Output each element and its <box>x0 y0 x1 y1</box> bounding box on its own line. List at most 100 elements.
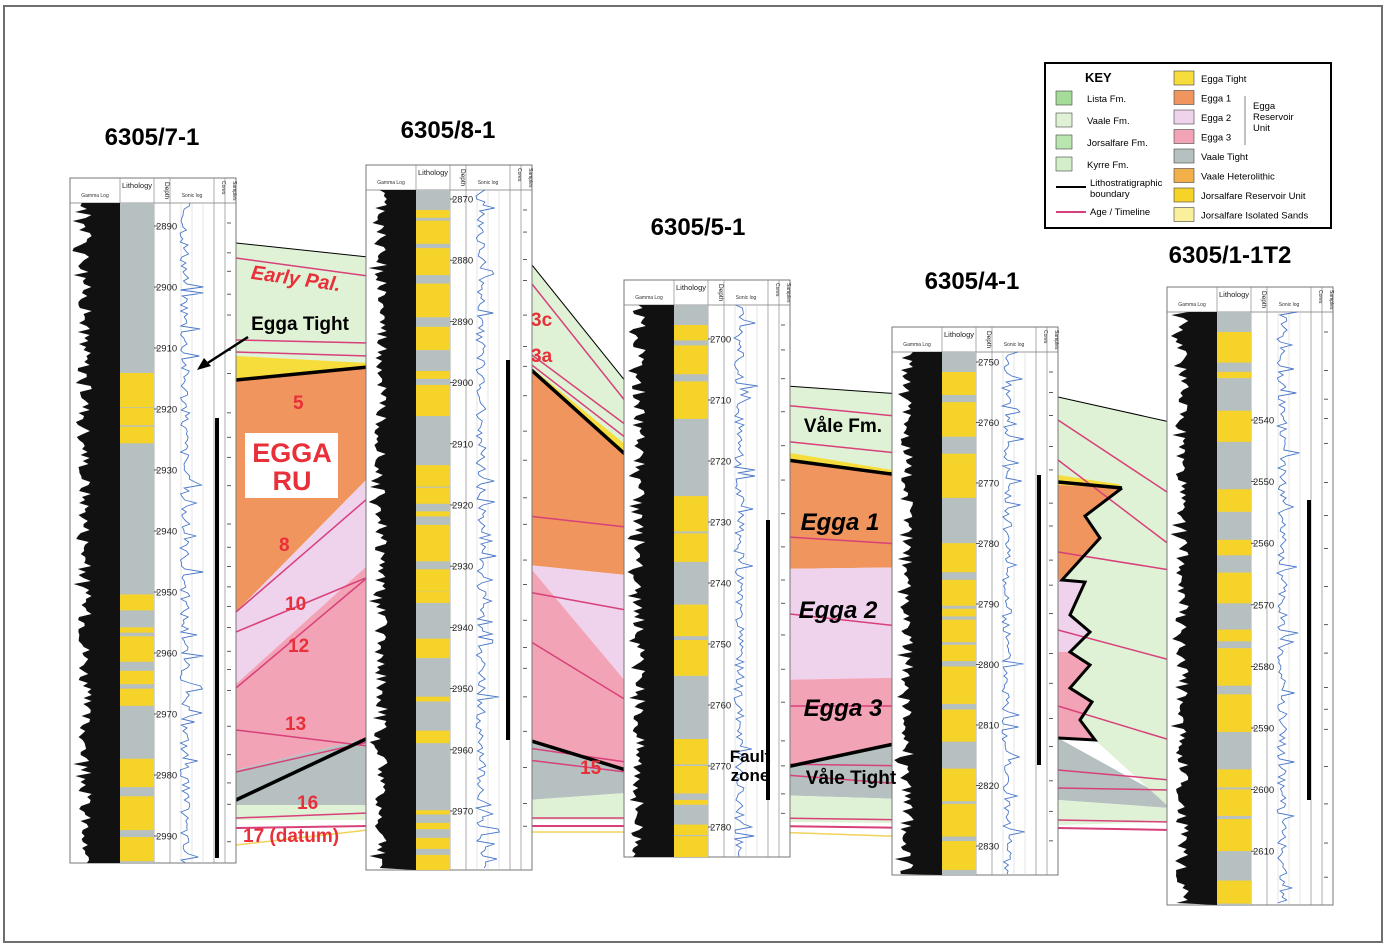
sand-bed <box>942 579 976 606</box>
sand-bed <box>120 373 154 408</box>
depth-label: 2780 <box>710 823 731 834</box>
depth-label: 2930 <box>156 466 177 477</box>
depth-label: 2740 <box>710 579 731 590</box>
timeline-labels: 3c 3a 5 8 10 12 13 15 16 17 (datum) <box>243 310 602 847</box>
header-depth: Depth <box>717 284 724 302</box>
sand-bed <box>674 765 708 794</box>
gamma-log-curve <box>1170 312 1217 905</box>
depth-label: 2930 <box>452 562 473 573</box>
sand-bed <box>416 370 450 379</box>
well-title-w2: 6305/8-1 <box>401 117 496 144</box>
sand-bed <box>1217 539 1251 556</box>
sand-bed <box>416 638 450 659</box>
legend-bracket-line1: Egga <box>1253 101 1276 112</box>
sand-bed <box>416 696 450 702</box>
sand-bed <box>942 803 976 837</box>
sand-bed <box>942 402 976 437</box>
sand-bed <box>120 688 154 706</box>
timeline-label-3a: 3a <box>531 346 553 367</box>
sand-bed <box>416 854 450 870</box>
timeline-label-10: 10 <box>285 594 306 615</box>
lithology-column <box>120 203 154 863</box>
header-lithology: Lithology <box>1219 290 1249 299</box>
sand-bed <box>942 453 976 464</box>
header-samples: Samples <box>527 168 533 188</box>
header-cores: Cores <box>1042 330 1048 344</box>
depth-label: 2870 <box>452 195 473 206</box>
sonic-log-curve <box>1275 311 1300 904</box>
timeline-label-16: 16 <box>297 793 318 814</box>
legend-item-label: Vaale Tight <box>1201 152 1248 163</box>
core-interval <box>506 360 510 740</box>
sonic-log-curve <box>732 304 758 858</box>
header-samples: Samples <box>1328 290 1334 310</box>
timeline-label-17-datum: 17 (datum) <box>243 826 339 847</box>
depth-label: 2960 <box>452 745 473 756</box>
sand-bed <box>1217 489 1251 512</box>
header-sonic-log: Sonic log <box>182 193 203 199</box>
depth-label: 2910 <box>156 344 177 355</box>
egga1-zone <box>72 367 1122 612</box>
header-gamma-log: Gamma Log <box>377 180 405 186</box>
timeline-label-15: 15 <box>580 758 602 779</box>
header-cores: Cores <box>516 168 522 182</box>
sand-bed <box>942 543 976 573</box>
sand-bed <box>120 670 154 685</box>
header-depth: Depth <box>985 331 992 349</box>
depth-label: 2750 <box>978 358 999 369</box>
sand-bed <box>416 210 450 218</box>
legend-swatch <box>1173 90 1195 105</box>
well-title-w1: 6305/7-1 <box>105 124 200 151</box>
sand-bed <box>416 326 450 351</box>
header-sonic-log: Sonic log <box>736 295 757 301</box>
sand-bed <box>674 824 708 836</box>
header-cores: Cores <box>1317 290 1323 304</box>
sand-bed <box>120 758 154 788</box>
sand-bed <box>120 426 154 444</box>
header-lithology: Lithology <box>122 181 152 190</box>
legend-swatch <box>1055 134 1073 150</box>
gamma-log-curve <box>368 190 416 870</box>
sand-bed <box>416 248 450 276</box>
sand-bed <box>416 465 450 487</box>
sand-bed <box>942 463 976 498</box>
legend-swatch <box>1173 187 1195 203</box>
sand-bed <box>120 636 154 662</box>
legend-swatch <box>1055 90 1073 106</box>
sand-bed <box>942 619 976 643</box>
sand-bed <box>120 594 154 611</box>
sand-bed <box>674 325 708 341</box>
legend-swatch <box>1173 148 1195 164</box>
header-lithology: Lithology <box>676 283 706 292</box>
header-gamma-log: Gamma Log <box>635 295 663 301</box>
well-title-w4: 6305/4-1 <box>925 268 1020 295</box>
header-sonic-log: Sonic log <box>1004 342 1025 348</box>
legend-left-column: Lista Fm.Vaale Fm.Jorsalfare Fm.Kyrre Fm… <box>1055 90 1163 218</box>
legend-bracket-line3: Unit <box>1253 123 1270 134</box>
sand-bed <box>942 709 976 742</box>
depth-label: 2560 <box>1253 539 1274 550</box>
egga-tight-arrowhead <box>197 358 211 370</box>
depth-label: 2960 <box>156 649 177 660</box>
sand-bed <box>1217 648 1251 686</box>
header-sonic-log: Sonic log <box>478 180 499 186</box>
legend-key: KEY Lista Fm.Vaale Fm.Jorsalfare Fm.Kyrr… <box>1044 62 1332 229</box>
depth-label: 2540 <box>1253 416 1274 427</box>
legend-swatch <box>1173 129 1195 144</box>
header-samples: Samples <box>785 283 791 303</box>
legend-item-label: Kyrre Fm. <box>1087 160 1129 171</box>
legend-item-label: Egga 3 <box>1201 133 1231 144</box>
sand-bed <box>1217 769 1251 788</box>
legend-title: KEY <box>1085 70 1112 85</box>
sonic-log-curve <box>1000 351 1025 875</box>
depth-label: 2570 <box>1253 600 1274 611</box>
depth-label: 2610 <box>1253 847 1274 858</box>
boundary-egga-pinchout <box>1057 486 1123 742</box>
sand-bed <box>1217 371 1251 379</box>
sand-bed <box>120 407 154 426</box>
sand-bed <box>416 822 450 830</box>
depth-label: 2940 <box>452 623 473 634</box>
